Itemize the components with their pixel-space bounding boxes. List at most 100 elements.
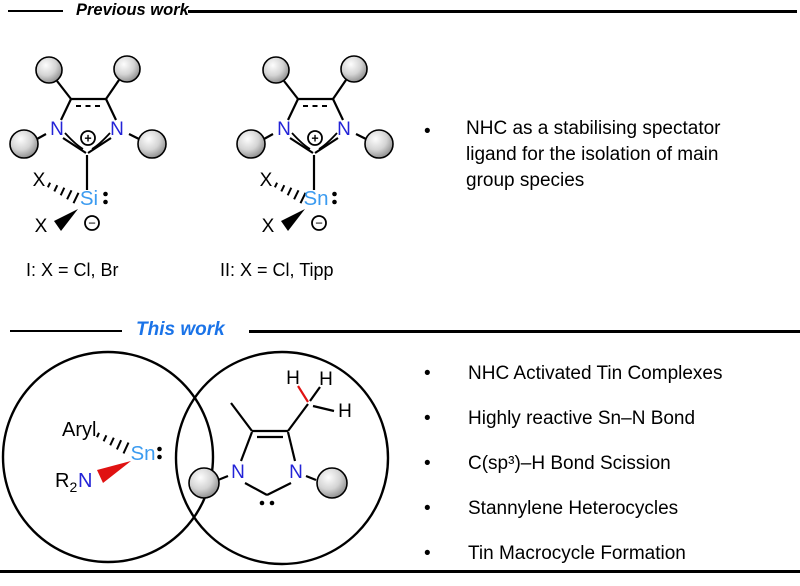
header-rule-left	[8, 10, 63, 13]
nitrogen-label: N	[289, 462, 303, 483]
substituent-sphere	[236, 129, 266, 159]
bond	[217, 474, 229, 482]
structure-1-nhc-silylene: + N N Si − X X I: X = Cl, Br	[9, 55, 167, 280]
hydrogen-label: H	[319, 369, 333, 390]
silicon-label: Si	[80, 187, 98, 210]
list-item: • C(sp³)–H Bond Scission	[424, 451, 723, 477]
bullet-dot: •	[424, 408, 431, 429]
bond	[36, 133, 47, 140]
skeleton-bonds	[36, 79, 140, 190]
plus-charge: +	[311, 132, 318, 146]
plus-charge-circle	[307, 130, 323, 146]
bond	[87, 137, 112, 154]
bond	[355, 133, 367, 140]
nitrogen-label: N	[231, 462, 245, 483]
minus-charge-circle	[84, 215, 100, 231]
bond	[60, 98, 72, 121]
nitrogen-label: N	[277, 119, 291, 140]
lone-pair-dot	[157, 446, 162, 452]
bond	[56, 80, 72, 100]
bond	[263, 133, 274, 140]
venn-circle-right	[174, 350, 390, 566]
structure-2-caption: II: X = Cl, Tipp	[220, 260, 334, 280]
delocalization-arc	[318, 132, 338, 150]
bold-wedge-x	[281, 209, 305, 231]
hashed-wedge-aryl	[96, 432, 130, 454]
bond	[332, 98, 344, 121]
previous-work-bullet: NHC as a stabilising spectator ligand fo…	[466, 118, 721, 191]
structure-2-nhc-stannylene: + N N Sn − X X II: X = Cl, Tipp	[220, 55, 394, 280]
bond	[305, 474, 317, 482]
substituent-sphere	[188, 467, 220, 499]
substituent-sphere	[262, 56, 290, 84]
minus-charge: −	[88, 216, 96, 231]
hashed-wedge-x	[273, 182, 307, 204]
nitrogen-label: N	[110, 119, 124, 140]
bond	[105, 79, 120, 100]
skeleton-bonds	[217, 385, 335, 496]
bond	[244, 482, 268, 496]
hydrogen-label: H	[338, 401, 352, 422]
lone-pair-dot	[157, 454, 162, 460]
bottom-rule	[0, 570, 800, 574]
tin-label: Sn	[130, 442, 155, 465]
bullet-text: Tin Macrocycle Formation	[468, 543, 686, 564]
substituent-sphere	[9, 129, 39, 159]
bond	[239, 431, 254, 462]
bullet-dot: •	[424, 121, 431, 142]
substituent-sphere	[113, 55, 141, 83]
delocalization-arc	[291, 132, 311, 150]
nitrogen-label: N	[337, 119, 351, 140]
amido-aryl-stannylene: Aryl Sn R2 N	[55, 419, 162, 495]
venn-diagram: Aryl Sn R2 N H	[1, 350, 390, 566]
substituent-sphere	[316, 467, 348, 499]
substituent-sphere	[35, 56, 63, 84]
r-label: R	[55, 470, 69, 492]
bond	[266, 482, 292, 496]
x-substituent-label: X	[262, 216, 275, 237]
list-item: • Highly reactive Sn–N Bond	[424, 406, 723, 432]
hydrogen-label: H	[286, 368, 300, 389]
bullet-dot: •	[424, 543, 431, 564]
bullet-text: Stannylene Heterocycles	[468, 498, 679, 519]
bullet-dot: •	[424, 453, 431, 474]
bond	[286, 431, 297, 462]
bond	[287, 403, 309, 432]
this-work-heading: This work	[136, 319, 225, 340]
r-subscript: 2	[69, 479, 77, 495]
bullet-dot: •	[424, 363, 431, 384]
plus-charge-circle	[80, 130, 96, 146]
lone-pair-dot	[332, 191, 337, 197]
this-work-bullet-list: • NHC Activated Tin Complexes • Highly r…	[424, 361, 723, 586]
structure-2-drawing: + N N Sn − X X	[236, 55, 394, 237]
tin-label: Sn	[303, 187, 328, 210]
bullet-dot: •	[424, 498, 431, 519]
previous-work-heading: Previous work	[76, 1, 189, 19]
bond	[62, 137, 87, 154]
free-nhc: H H H N N	[188, 368, 352, 506]
header-rule-right	[188, 10, 797, 13]
minus-charge: −	[315, 216, 323, 231]
substituent-sphere	[340, 55, 368, 83]
delocalization-arc	[64, 132, 84, 150]
structure-1-caption: I: X = Cl, Br	[26, 260, 119, 280]
x-substituent-label: X	[260, 170, 273, 191]
bond	[128, 133, 140, 140]
amide-r-label: R2	[55, 470, 77, 495]
hashed-wedge-x	[46, 182, 80, 204]
bond	[332, 79, 347, 100]
header-rule-left	[10, 330, 122, 333]
list-item: • Tin Macrocycle Formation	[424, 541, 723, 567]
aryl-label: Aryl	[62, 419, 96, 441]
bond	[105, 98, 117, 121]
nitrogen-label: N	[50, 119, 64, 140]
substituent-sphere	[364, 129, 394, 159]
bond	[287, 98, 299, 121]
x-substituent-label: X	[35, 216, 48, 237]
list-item: • Stannylene Heterocycles	[424, 496, 723, 522]
bullet-text: Highly reactive Sn–N Bond	[468, 408, 696, 429]
amide-nitrogen-label: N	[78, 470, 92, 492]
bond	[314, 137, 339, 154]
carbene-lone-pair-dot	[259, 500, 265, 506]
